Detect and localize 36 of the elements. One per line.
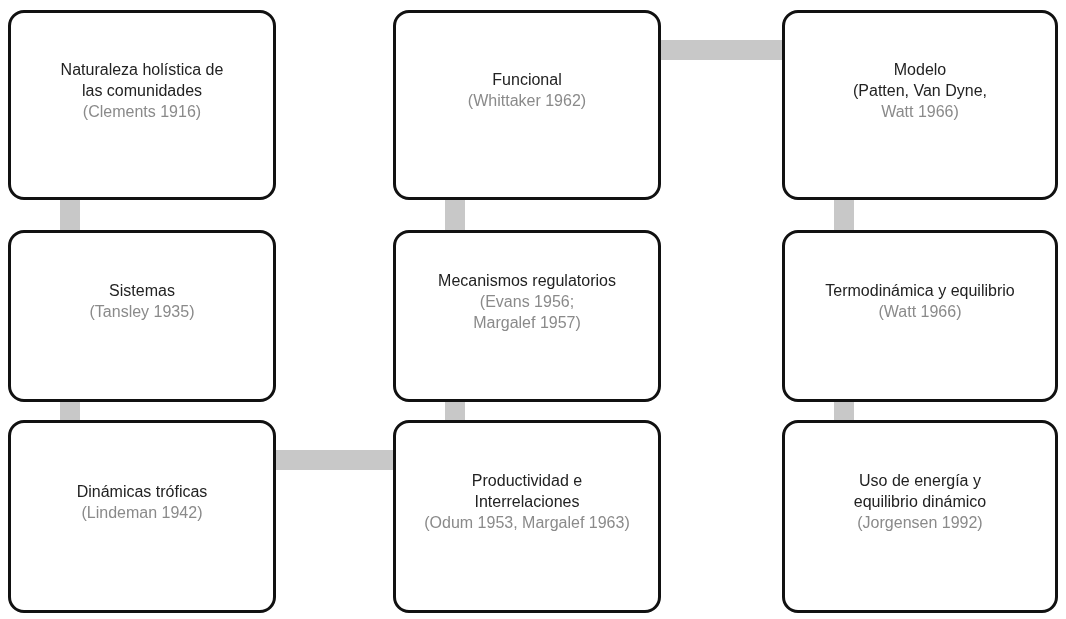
connector-bar	[834, 402, 854, 420]
concept-title: (Patten, Van Dyne,	[853, 80, 987, 101]
citation: (Tansley 1935)	[89, 302, 195, 322]
connector-bar	[445, 200, 465, 230]
concept-box	[393, 230, 661, 402]
concept-box	[8, 420, 276, 613]
concept-box	[8, 230, 276, 402]
concept-title: Dinámicas tróficas	[76, 481, 208, 502]
concept-title: Productividad e Interrelaciones	[470, 471, 584, 512]
concept-box	[393, 420, 661, 613]
citation: (Whittaker 1962)	[467, 91, 587, 111]
connector-bar	[661, 40, 782, 60]
connector-bar	[445, 402, 465, 420]
concept-box	[782, 420, 1058, 613]
citation: (Jorgensen 1992)	[857, 513, 983, 533]
connector-bar	[60, 402, 80, 420]
concept-title: Uso de energía y equilibrio dinámico	[852, 471, 988, 512]
connector-bar	[60, 200, 80, 230]
concept-box	[8, 10, 276, 200]
concept-box	[782, 10, 1058, 200]
concept-title: Termodinámica y equilibrio	[825, 281, 1015, 301]
concept-title: Sistemas	[109, 281, 175, 301]
citation: Watt 1966)	[881, 101, 959, 122]
citation: (Watt 1966)	[878, 302, 962, 322]
citation: (Odum 1953, Margalef 1963)	[424, 513, 630, 533]
citation: (Lindeman 1942)	[81, 502, 203, 523]
connector-bar	[276, 450, 393, 470]
concept-box	[393, 10, 661, 200]
citation: (Evans 1956; Margalef 1957)	[472, 291, 582, 333]
concept-box	[782, 230, 1058, 402]
concept-title: Funcional	[492, 70, 562, 90]
concept-title: Naturaleza holística de las comunidades	[59, 59, 225, 101]
concept-title: Modelo	[893, 59, 947, 80]
citation: (Clements 1916)	[82, 101, 202, 122]
connector-bar	[834, 200, 854, 230]
concept-title: Mecanismos regulatorios	[438, 270, 616, 291]
